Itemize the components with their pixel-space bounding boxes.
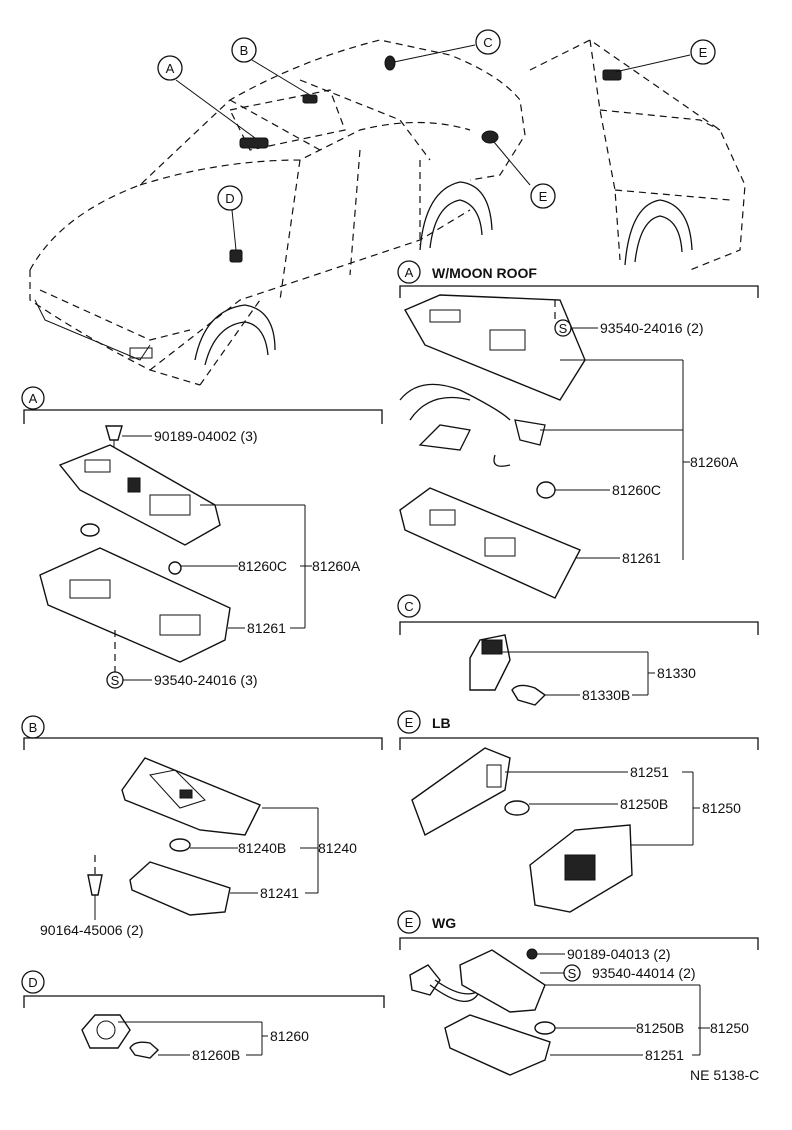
callout-e-sedan: E bbox=[530, 183, 556, 209]
section-letter: A bbox=[29, 391, 38, 406]
callout-c: C bbox=[475, 29, 501, 55]
part-number: 81260B bbox=[192, 1047, 240, 1063]
part-number: 90189-04002 (3) bbox=[154, 428, 258, 444]
section-letter: B bbox=[29, 720, 38, 735]
label: E bbox=[539, 189, 548, 204]
part-number: 90164-45006 (2) bbox=[40, 922, 144, 938]
part-number: 81250B bbox=[636, 1020, 684, 1036]
part-number: 81330B bbox=[582, 687, 630, 703]
section-letter: C bbox=[404, 599, 413, 614]
part-number: 90189-04013 (2) bbox=[567, 946, 671, 962]
callout-e-wagon: E bbox=[690, 39, 716, 65]
section-title: W/MOON ROOF bbox=[432, 265, 537, 281]
section-a-moonroof: A W/MOON ROOF S 93540-24016 (2) 81260A 8… bbox=[397, 260, 759, 599]
section-e-wg: E WG 90189-04013 (2) S 93540-44014 (2) 8… bbox=[397, 910, 759, 1076]
part-number: 81330 bbox=[657, 665, 696, 681]
part-number: 81250 bbox=[702, 800, 741, 816]
label: A bbox=[166, 61, 175, 76]
section-letter: D bbox=[28, 975, 37, 990]
label: B bbox=[240, 43, 249, 58]
part-number: 81260C bbox=[238, 558, 287, 574]
section-letter: A bbox=[405, 265, 414, 280]
label: E bbox=[699, 45, 708, 60]
part-number: 81251 bbox=[645, 1047, 684, 1063]
part-number: 81241 bbox=[260, 885, 299, 901]
callout-d: D bbox=[217, 185, 243, 211]
car-illustration bbox=[29, 39, 746, 386]
part-number: 81240B bbox=[238, 840, 286, 856]
label: S bbox=[559, 321, 568, 336]
section-letter: E bbox=[405, 915, 414, 930]
label: D bbox=[225, 191, 234, 206]
part-number: 81261 bbox=[622, 550, 661, 566]
part-number: 81240 bbox=[318, 840, 357, 856]
part-number: 81260A bbox=[312, 558, 361, 574]
part-number: 81260C bbox=[612, 482, 661, 498]
part-number: 81260 bbox=[270, 1028, 309, 1044]
part-number: 93540-24016 (3) bbox=[154, 672, 258, 688]
callout-a: A bbox=[157, 55, 183, 81]
section-b: B 90164-45006 (2) 81240B 81240 81241 bbox=[21, 715, 383, 938]
label: C bbox=[483, 35, 492, 50]
part-number: 81260A bbox=[690, 454, 739, 470]
part-number: 81261 bbox=[247, 620, 286, 636]
part-number: 81251 bbox=[630, 764, 669, 780]
section-letter: E bbox=[405, 715, 414, 730]
section-a: A 90189-04002 (3) 81260C 81260A 81261 S bbox=[21, 386, 383, 689]
section-title: LB bbox=[432, 715, 451, 731]
part-number: 93540-44014 (2) bbox=[592, 965, 696, 981]
part-number: 81250 bbox=[710, 1020, 749, 1036]
section-d: D 81260 81260B bbox=[21, 970, 385, 1063]
diagram-code: NE 5138-C bbox=[690, 1067, 759, 1083]
section-c: C 81330 81330B bbox=[397, 594, 759, 706]
callout-b: B bbox=[231, 37, 257, 63]
section-e-lb: E LB 81251 81250B 81250 bbox=[397, 710, 759, 913]
section-title: WG bbox=[432, 915, 456, 931]
label: S bbox=[111, 673, 120, 688]
part-number: 93540-24016 (2) bbox=[600, 320, 704, 336]
part-number: 81250B bbox=[620, 796, 668, 812]
label: S bbox=[568, 966, 577, 981]
